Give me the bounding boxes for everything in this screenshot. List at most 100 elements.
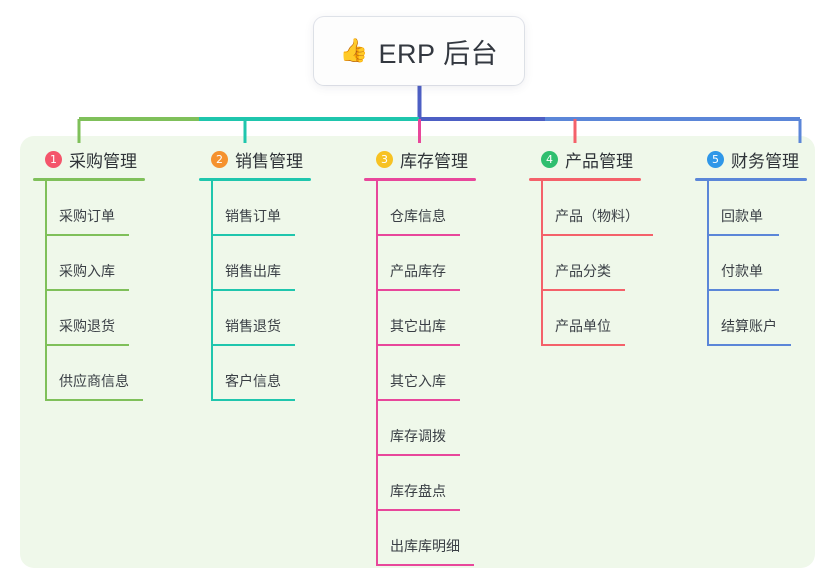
branch-item-rule bbox=[211, 234, 295, 236]
branch-item-rule bbox=[541, 344, 625, 346]
branch-item[interactable]: 产品单位 bbox=[529, 291, 681, 346]
branch-badge-5: 5 bbox=[707, 150, 724, 168]
branch-item-label: 供应商信息 bbox=[59, 373, 129, 389]
branch-item[interactable]: 产品分类 bbox=[529, 236, 681, 291]
branch-item-label: 回款单 bbox=[721, 208, 763, 224]
branch-spine-2 bbox=[211, 181, 213, 401]
branch-item[interactable]: 库存盘点 bbox=[364, 456, 516, 511]
branch-item-rule bbox=[541, 234, 653, 236]
branch-spine-4 bbox=[541, 181, 543, 346]
branch-item-rule bbox=[707, 289, 779, 291]
branch-item-label: 销售出库 bbox=[225, 263, 281, 279]
branch-items-4: 产品（物料） 产品分类产品单位 bbox=[529, 181, 681, 346]
branch-spine-1 bbox=[45, 181, 47, 401]
branch-item-rule bbox=[376, 454, 460, 456]
branch-column-3: 3 库存管理仓库信息产品库存其它出库其它入库库存调拨库存盘点出库库明细 bbox=[364, 146, 516, 566]
branch-badge-2: 2 bbox=[211, 150, 228, 168]
branch-item-label: 采购退货 bbox=[59, 318, 115, 334]
branch-item[interactable]: 出库库明细 bbox=[364, 511, 516, 566]
branch-item-rule bbox=[45, 234, 129, 236]
branch-items-5: 回款单付款单结算账户 bbox=[695, 181, 839, 346]
branch-item-label: 客户信息 bbox=[225, 373, 281, 389]
branch-header-5[interactable]: 5 财务管理 bbox=[695, 146, 839, 172]
branch-item-rule bbox=[45, 344, 129, 346]
branch-header-1[interactable]: 1 采购管理 bbox=[33, 146, 185, 172]
branch-item[interactable]: 销售订单 bbox=[199, 181, 351, 236]
thumbs-up-icon: 👍 bbox=[339, 36, 369, 63]
branch-title-5: 财务管理 bbox=[731, 151, 799, 171]
root-node-content: 👍 ERP 后台 bbox=[340, 32, 498, 71]
branch-item[interactable]: 供应商信息 bbox=[33, 346, 185, 401]
branch-item[interactable]: 产品（物料） bbox=[529, 181, 681, 236]
branch-badge-3: 3 bbox=[376, 150, 393, 168]
branch-item[interactable]: 库存调拨 bbox=[364, 401, 516, 456]
branch-item-label: 采购入库 bbox=[59, 263, 115, 279]
root-node[interactable]: 👍 ERP 后台 bbox=[314, 17, 524, 85]
branch-header-2[interactable]: 2 销售管理 bbox=[199, 146, 351, 172]
branch-item-rule bbox=[376, 289, 460, 291]
branch-item-rule bbox=[376, 564, 474, 566]
branch-title-3: 库存管理 bbox=[400, 151, 468, 171]
branch-item-label: 仓库信息 bbox=[390, 208, 446, 224]
branch-spine-5 bbox=[707, 181, 709, 346]
branch-item-label: 其它出库 bbox=[390, 318, 446, 334]
branch-column-2: 2 销售管理销售订单销售出库销售退货客户信息 bbox=[199, 146, 351, 401]
branch-item[interactable]: 销售出库 bbox=[199, 236, 351, 291]
root-title: ERP 后台 bbox=[378, 38, 499, 69]
branch-item-label: 付款单 bbox=[721, 263, 763, 279]
branch-header-rule-2 bbox=[199, 178, 311, 181]
branch-item-label: 其它入库 bbox=[390, 373, 446, 389]
branch-header-rule-4 bbox=[529, 178, 641, 181]
branch-header-rule-5 bbox=[695, 178, 807, 181]
branch-item[interactable]: 回款单 bbox=[695, 181, 839, 236]
branch-column-1: 1 采购管理采购订单采购入库采购退货供应商信息 bbox=[33, 146, 185, 401]
branch-item-label: 产品单位 bbox=[555, 318, 611, 334]
branch-item-label: 出库库明细 bbox=[390, 538, 460, 554]
branch-item-rule bbox=[211, 399, 295, 401]
branch-badge-1: 1 bbox=[45, 150, 62, 168]
branch-item-label: 销售退货 bbox=[225, 318, 281, 334]
branches-panel bbox=[20, 136, 815, 568]
branch-item[interactable]: 采购入库 bbox=[33, 236, 185, 291]
branch-item[interactable]: 采购订单 bbox=[33, 181, 185, 236]
branch-item-label: 结算账户 bbox=[721, 318, 777, 334]
branch-item-rule bbox=[376, 399, 460, 401]
branch-item-rule bbox=[211, 289, 295, 291]
branch-item[interactable]: 产品库存 bbox=[364, 236, 516, 291]
branch-column-4: 4 产品管理产品（物料） 产品分类产品单位 bbox=[529, 146, 681, 346]
branch-title-1: 采购管理 bbox=[69, 151, 137, 171]
branch-item-rule bbox=[45, 289, 129, 291]
branch-column-5: 5 财务管理回款单付款单结算账户 bbox=[695, 146, 839, 346]
branch-item[interactable]: 客户信息 bbox=[199, 346, 351, 401]
branch-spine-3 bbox=[376, 181, 378, 566]
branch-items-2: 销售订单销售出库销售退货客户信息 bbox=[199, 181, 351, 401]
branch-item-label: 库存盘点 bbox=[390, 483, 446, 499]
branch-item[interactable]: 结算账户 bbox=[695, 291, 839, 346]
branch-header-rule-1 bbox=[33, 178, 145, 181]
branch-item[interactable]: 仓库信息 bbox=[364, 181, 516, 236]
branch-item-label: 库存调拨 bbox=[390, 428, 446, 444]
branch-item-rule bbox=[707, 234, 779, 236]
branch-header-3[interactable]: 3 库存管理 bbox=[364, 146, 516, 172]
branch-item-label: 采购订单 bbox=[59, 208, 115, 224]
branch-item[interactable]: 其它出库 bbox=[364, 291, 516, 346]
branch-item-rule bbox=[376, 344, 460, 346]
branch-items-1: 采购订单采购入库采购退货供应商信息 bbox=[33, 181, 185, 401]
branch-item-rule bbox=[45, 399, 143, 401]
branch-title-4: 产品管理 bbox=[565, 151, 633, 171]
branch-item-label: 产品分类 bbox=[555, 263, 611, 279]
branch-item-label: 销售订单 bbox=[225, 208, 281, 224]
branch-item[interactable]: 采购退货 bbox=[33, 291, 185, 346]
branch-item-rule bbox=[376, 234, 460, 236]
branch-item-rule bbox=[707, 344, 791, 346]
branch-item-label: 产品（物料） bbox=[555, 208, 639, 224]
branch-header-4[interactable]: 4 产品管理 bbox=[529, 146, 681, 172]
branch-item[interactable]: 其它入库 bbox=[364, 346, 516, 401]
branch-badge-4: 4 bbox=[541, 150, 558, 168]
branch-item[interactable]: 销售退货 bbox=[199, 291, 351, 346]
branch-item[interactable]: 付款单 bbox=[695, 236, 839, 291]
branch-header-rule-3 bbox=[364, 178, 476, 181]
branch-items-3: 仓库信息产品库存其它出库其它入库库存调拨库存盘点出库库明细 bbox=[364, 181, 516, 566]
branch-title-2: 销售管理 bbox=[235, 151, 303, 171]
